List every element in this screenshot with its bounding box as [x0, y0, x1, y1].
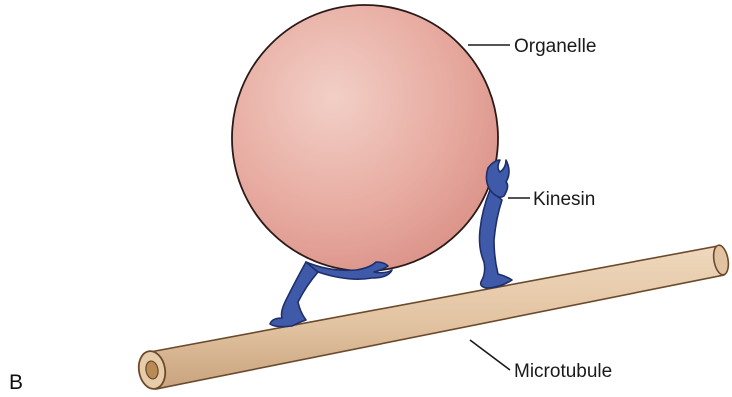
microtubule-leader-line — [470, 340, 510, 370]
organelle-vesicle — [232, 5, 498, 271]
panel-letter: B — [9, 371, 23, 394]
organelle-label: Organelle — [514, 36, 596, 57]
microtubule-label: Microtubule — [514, 361, 612, 382]
kinesin-label: Kinesin — [533, 189, 595, 210]
kinesin-right-leg — [480, 190, 513, 288]
microtubule-body — [150, 246, 726, 389]
microtubule — [136, 244, 731, 391]
kinesin-left-leg — [270, 262, 318, 327]
